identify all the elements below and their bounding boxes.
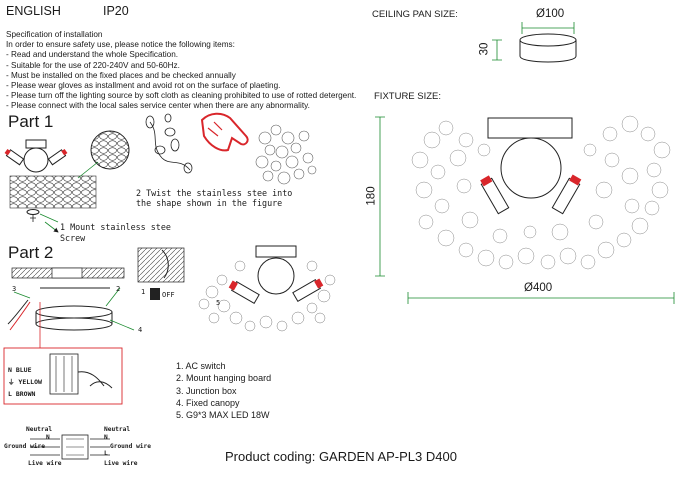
spec-line: - Please connect with the local sales se… [6, 101, 310, 111]
neutral-left-label: Neutral [26, 426, 53, 433]
part1-fixture-body [4, 139, 68, 173]
hand-pointer-icon [200, 112, 249, 152]
spec-line: - Suitable for the use of 220-240V and 5… [6, 60, 180, 70]
fixture-drawing [375, 115, 675, 304]
callout-2: 2 [116, 285, 121, 293]
part2-switch-panel [137, 247, 185, 300]
fixture-size-label: FIXTURE SIZE: [374, 91, 442, 102]
part2-fixture [198, 245, 336, 332]
part1-zoom-circle [77, 130, 130, 179]
live-left-label: Live wire [28, 460, 62, 467]
color-code-brown: L BROWN [8, 390, 35, 398]
canopy-size-label: CEILING PAN SIZE: [372, 9, 458, 20]
callout-4: 4 [138, 326, 143, 334]
part1-twist-wire-icon [145, 113, 193, 174]
part1-step1: 1 Mount stainless stee [60, 222, 171, 232]
legend-item: 1. AC switch [176, 361, 226, 371]
neutral-right-label: Neutral [104, 426, 131, 433]
part2-title: Part 2 [8, 243, 54, 262]
product-coding: Product coding: GARDEN AP-PL3 D400 [225, 449, 457, 464]
color-label: BROWN [15, 390, 36, 398]
live-right-label: Live wire [104, 460, 138, 467]
color-symbol: N [8, 366, 12, 374]
part1-step2-line1: 2 Twist the stainless stee into [136, 188, 293, 198]
color-label: BLUE [15, 366, 32, 374]
terminal-l-right: L [104, 450, 108, 457]
switch-off-label: OFF [162, 291, 175, 299]
terminal-n-left: N [46, 434, 50, 441]
parts-legend: 1. AC switch 2. Mount hanging board 3. J… [176, 360, 271, 421]
color-symbol: ⏚ [8, 378, 15, 386]
canopy-diameter: Ø100 [536, 8, 565, 20]
callout-3: 3 [12, 285, 17, 293]
callout-1: 1 [141, 288, 146, 296]
part1-screw-label: Screw [60, 233, 86, 243]
terminal-n-right: N [104, 434, 108, 441]
part1-assembled-arm [255, 124, 317, 185]
part1-title: Part 1 [8, 112, 54, 131]
wiring-schematic [30, 434, 110, 460]
part1-screw-icon [26, 209, 59, 233]
legend-item: 2. Mount hanging board [176, 373, 272, 384]
fixture-diameter: Ø400 [524, 282, 553, 294]
legend-item: 3. Junction box [176, 385, 237, 396]
spec-line: - Please turn off the lighting source by… [6, 91, 357, 101]
part1-step2-line2: the shape shown in the figure [136, 198, 283, 208]
ip-rating: IP20 [103, 4, 129, 18]
fixture-height: 180 [365, 186, 378, 206]
ground-left-label: Ground wire [4, 443, 45, 450]
specification-block: Specification of installation In order t… [6, 30, 356, 112]
color-label: YELLOW [18, 378, 42, 386]
color-symbol: L [8, 390, 12, 398]
part2-wiring-detail [3, 302, 123, 405]
canopy-height: 30 [478, 42, 491, 56]
spec-line: - Read and understand the whole Specific… [6, 50, 179, 60]
spec-line: - Must be installed on the fixed places … [6, 70, 236, 80]
color-code-yellow: ⏚ YELLOW [8, 378, 42, 386]
callout-5: 5 [216, 299, 221, 307]
part1-mesh-sheet [9, 175, 97, 209]
legend-item: 4. Fixed canopy [176, 397, 240, 408]
color-code-blue: N BLUE [8, 366, 32, 374]
legend-item: 5. G9*3 MAX LED 18W [176, 410, 270, 421]
ground-right-label: Ground wire [110, 443, 151, 450]
canopy-drawing [492, 22, 577, 63]
spec-line: - Please wear gloves as installment and … [6, 81, 281, 91]
spec-line: In order to ensure safety use, please no… [6, 40, 235, 50]
language-label: ENGLISH [6, 4, 61, 18]
part2-ceiling [7, 267, 135, 331]
spec-title: Specification of installation [6, 30, 103, 39]
